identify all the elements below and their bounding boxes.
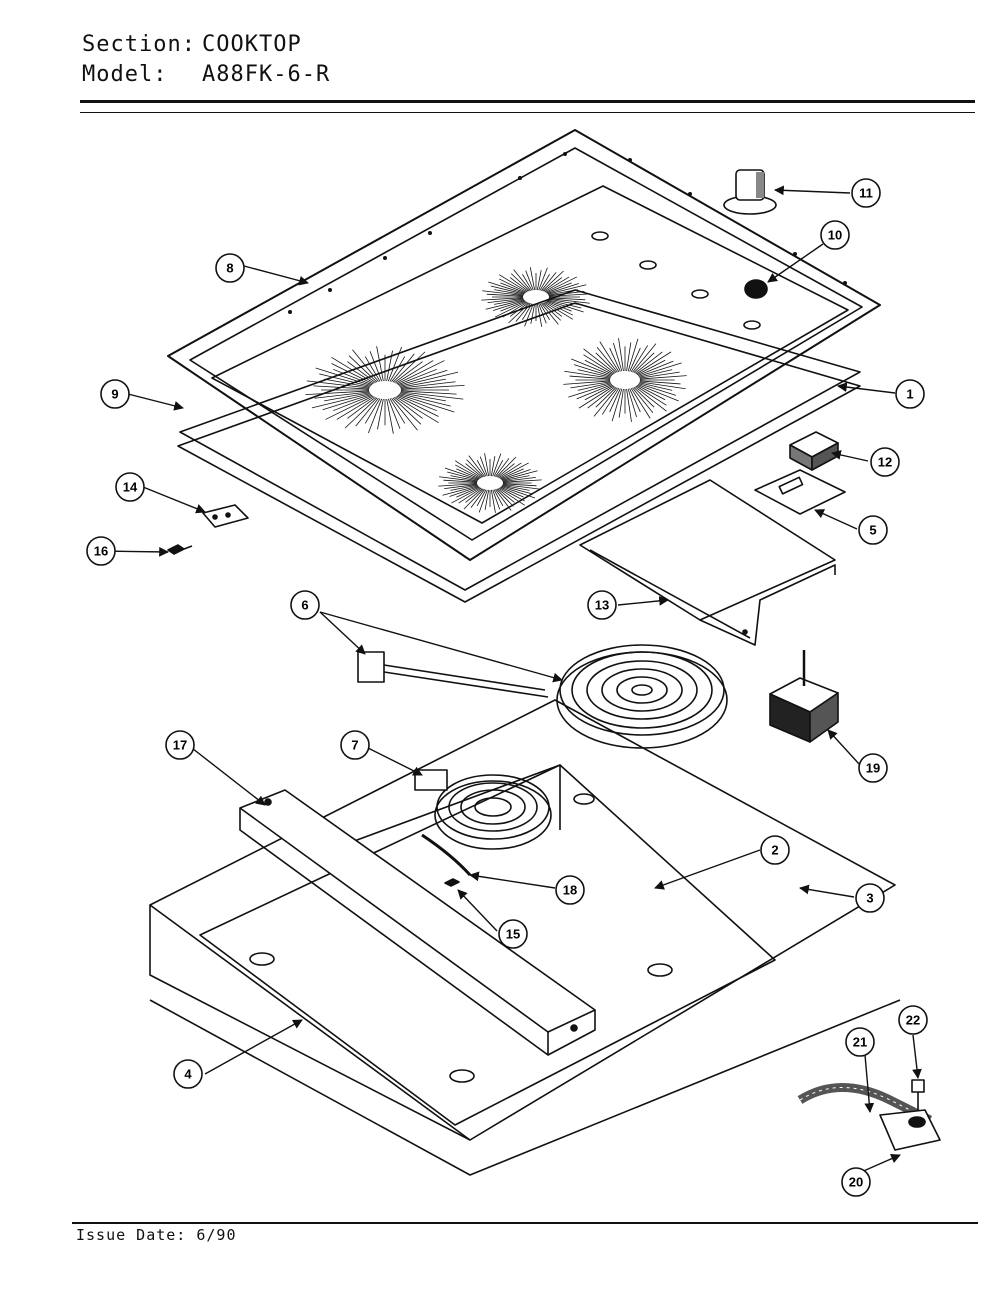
issue-date: Issue Date: 6/90 [76,1226,237,1244]
callout-2: 2 [760,835,790,865]
callout-number: 13 [595,598,609,613]
callout-number: 15 [506,927,520,942]
cooktop-box [149,699,896,1141]
indicator-switch [789,431,839,471]
section-heading: Section:COOKTOP [82,32,302,57]
callout-circle [855,883,885,913]
callout-circle [858,515,888,545]
callout-circle [165,730,195,760]
callout-number: 11 [859,186,873,201]
callout-circle [820,220,850,250]
callout-20: 20 [841,1167,871,1197]
infinite-switch [357,651,549,698]
side-bracket [202,504,249,528]
section-label: Section: [82,32,196,57]
heat-shield [579,479,836,646]
wire-harness [797,1083,933,1125]
callout-number: 20 [849,1175,863,1190]
callout-number: 8 [226,261,233,276]
callout-number: 10 [828,228,842,243]
terminal-screw [911,1079,925,1110]
control-knob [723,169,777,215]
callout-number: 16 [94,544,108,559]
callout-circle [290,590,320,620]
callout-number: 2 [771,843,778,858]
callout-15: 15 [498,919,528,949]
model-value: A88FK-6-R [202,62,331,87]
callout-13: 13 [587,590,617,620]
callout-circle [555,875,585,905]
callout-number: 18 [563,883,577,898]
callout-number: 4 [184,1067,192,1082]
callout-16: 16 [86,536,116,566]
callout-circle [895,379,925,409]
callout-number: 17 [173,738,187,753]
callout-circle [851,178,881,208]
callout-number: 7 [351,738,358,753]
callout-number: 22 [906,1013,920,1028]
small-surface-element [414,769,552,850]
callout-9: 9 [100,379,130,409]
callout-number: 5 [869,523,876,538]
header-rule-thin [80,112,975,113]
callout-number: 9 [111,387,118,402]
indicator-light [744,279,768,299]
callout-1: 1 [895,379,925,409]
radiant-element-patterns [305,267,687,513]
switch-bracket [754,469,846,515]
callout-circle [587,590,617,620]
callout-circle [841,1167,871,1197]
terminal-block [879,1109,941,1151]
callout-8: 8 [215,253,245,283]
mounting-screw [167,544,193,555]
bottom-insulation-sheet [149,999,901,1176]
callout-number: 6 [301,598,308,613]
model-label: Model: [82,62,168,87]
section-value: COOKTOP [202,32,302,57]
callout-14: 14 [115,472,145,502]
callout-circle [760,835,790,865]
large-surface-element [556,644,728,749]
callout-10: 10 [820,220,850,250]
callout-circle [845,1027,875,1057]
callout-number: 1 [906,387,913,402]
element-clip [421,833,472,877]
callout-19: 19 [858,753,888,783]
callout-circle [215,253,245,283]
control-switch-block [769,650,839,743]
callout-22: 22 [898,1005,928,1035]
footer-rule [72,1222,978,1224]
callout-18: 18 [555,875,585,905]
callout-number: 3 [866,891,873,906]
callout-17: 17 [165,730,195,760]
callout-21: 21 [845,1027,875,1057]
callout-circle [173,1059,203,1089]
callout-11: 11 [851,178,881,208]
callout-circle [498,919,528,949]
callout-circle [898,1005,928,1035]
callout-4: 4 [173,1059,203,1089]
element-brace [239,789,596,1056]
callout-circle [858,753,888,783]
callout-3: 3 [855,883,885,913]
callout-circle [115,472,145,502]
model-heading: Model: A88FK-6-R [82,62,330,87]
callout-7: 7 [340,730,370,760]
callout-circle [86,536,116,566]
clip-screw [444,878,460,887]
callout-circle [340,730,370,760]
callout-number: 19 [866,761,880,776]
callout-number: 21 [853,1035,867,1050]
cooktop-glass-assembly [167,129,881,603]
callout-circle [870,447,900,477]
callout-number: 14 [123,480,138,495]
callout-6: 6 [290,590,320,620]
callout-5: 5 [858,515,888,545]
callout-12: 12 [870,447,900,477]
header-rule [80,100,975,103]
callout-circle [100,379,130,409]
callout-number: 12 [878,455,892,470]
